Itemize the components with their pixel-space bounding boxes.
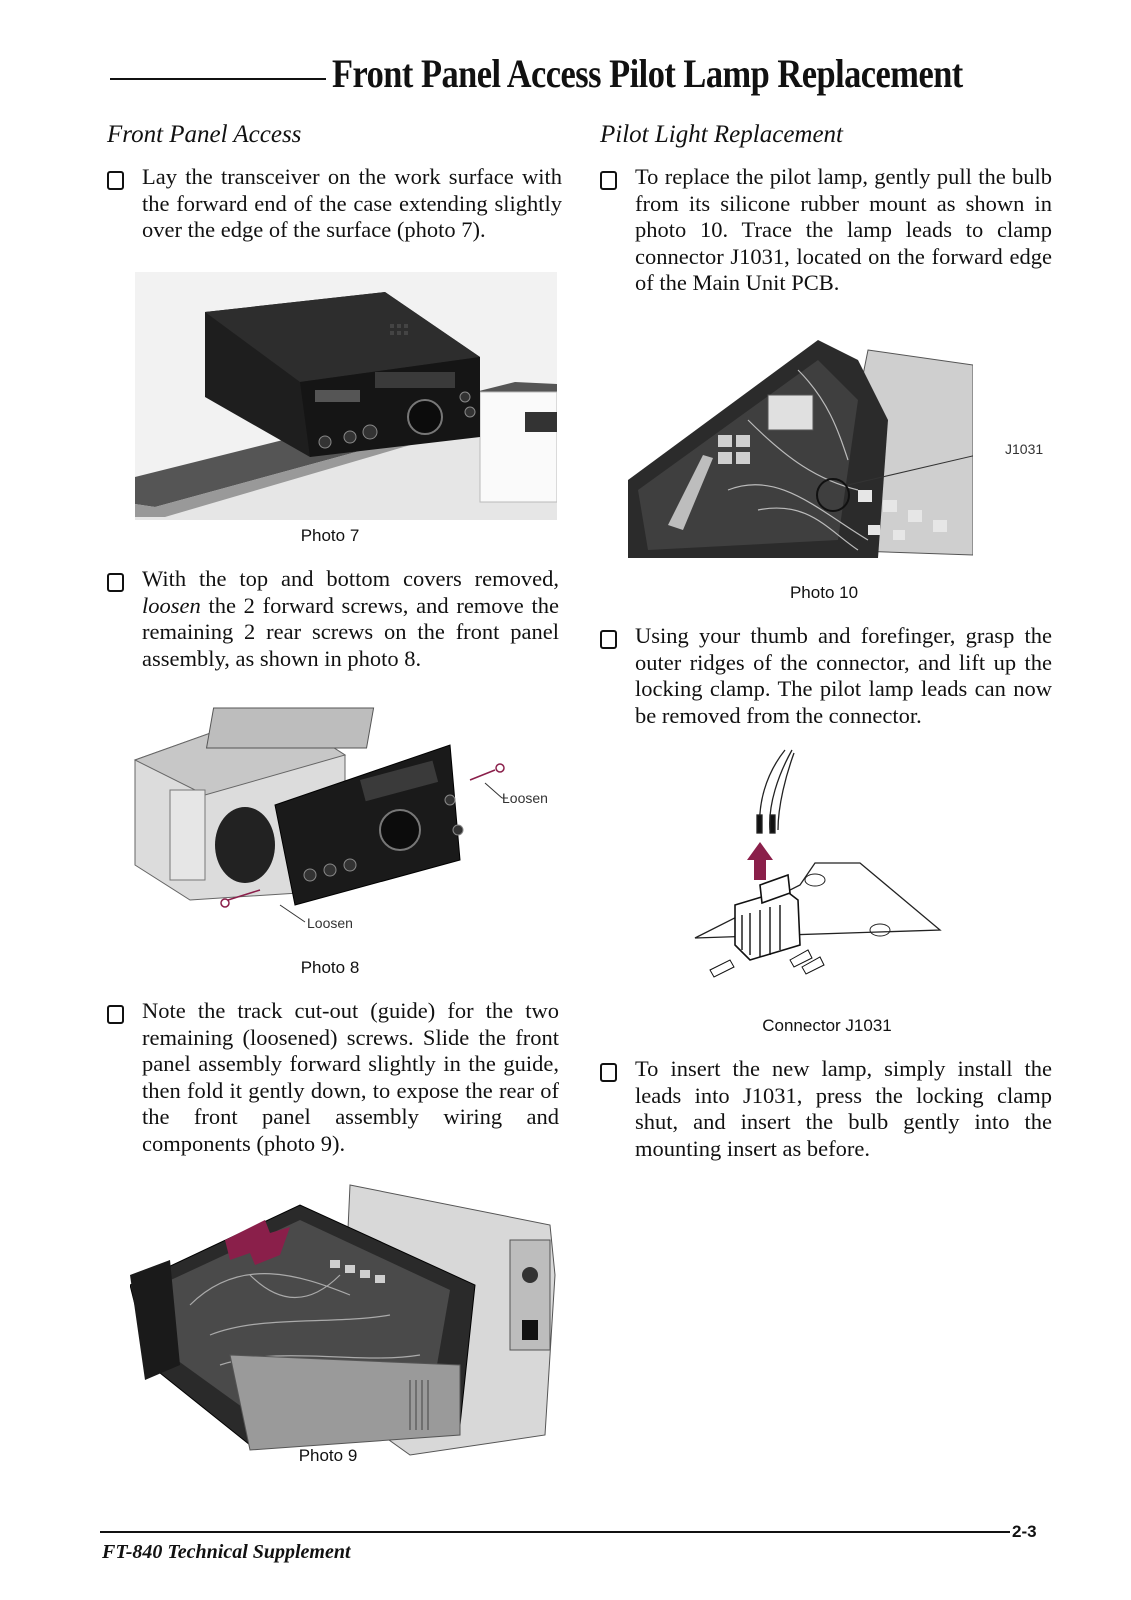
step-lift-locking-clamp: Using your thumb and forefinger, grasp t… — [600, 623, 1052, 729]
photo-10-main-unit-pcb — [628, 340, 973, 558]
photo-8-front-panel-screws — [130, 700, 560, 940]
section-heading-front-panel-access: Front Panel Access — [107, 121, 302, 148]
step-text: Using your thumb and forefinger, grasp t… — [635, 623, 1052, 728]
j1031-callout: J1031 — [1005, 441, 1044, 457]
step-loosen-screws: With the top and bottom covers removed, … — [107, 566, 559, 672]
photo-9-caption: Photo 9 — [298, 1446, 358, 1465]
checkbox-icon — [600, 630, 617, 649]
photo-7-transceiver-on-table — [135, 272, 557, 520]
step-text: To insert the new lamp, simply install t… — [635, 1056, 1052, 1161]
checkbox-icon — [107, 573, 124, 592]
step-text: Note the track cut-out (guide) for the t… — [142, 998, 559, 1156]
step-replace-pilot-lamp: To replace the pilot lamp, gently pull t… — [600, 164, 1052, 297]
photo-9-front-panel-folded — [130, 1165, 562, 1465]
loosen-callout-bottom: Loosen — [307, 915, 353, 931]
photo-10-caption: Photo 10 — [789, 583, 859, 602]
step-text: With the top and bottom covers removed, … — [142, 566, 559, 671]
step-lay-transceiver: Lay the transceiver on the work surface … — [107, 164, 562, 244]
section-heading-pilot-light: Pilot Light Replacement — [600, 121, 844, 148]
title-rule — [110, 78, 326, 80]
step-slide-front-panel: Note the track cut-out (guide) for the t… — [107, 998, 559, 1157]
connector-caption: Connector J1031 — [762, 1016, 892, 1035]
page-title: Front Panel Access Pilot Lamp Replacemen… — [332, 51, 963, 96]
connector-j1031-diagram — [690, 745, 950, 995]
step-text: Lay the transceiver on the work surface … — [142, 164, 562, 242]
checkbox-icon — [600, 1063, 617, 1082]
step-text: To replace the pilot lamp, gently pull t… — [635, 164, 1052, 295]
footer-title: FT-840 Technical Supplement — [102, 1541, 351, 1563]
loosen-callout-top: Loosen — [502, 790, 548, 806]
page-number: 2-3 — [1012, 1522, 1037, 1541]
checkbox-icon — [600, 171, 617, 190]
checkbox-icon — [107, 171, 124, 190]
step-insert-new-lamp: To insert the new lamp, simply install t… — [600, 1056, 1052, 1162]
photo-8-caption: Photo 8 — [300, 958, 360, 977]
checkbox-icon — [107, 1005, 124, 1024]
footer-rule — [100, 1531, 1010, 1533]
photo-7-caption: Photo 7 — [300, 526, 360, 545]
